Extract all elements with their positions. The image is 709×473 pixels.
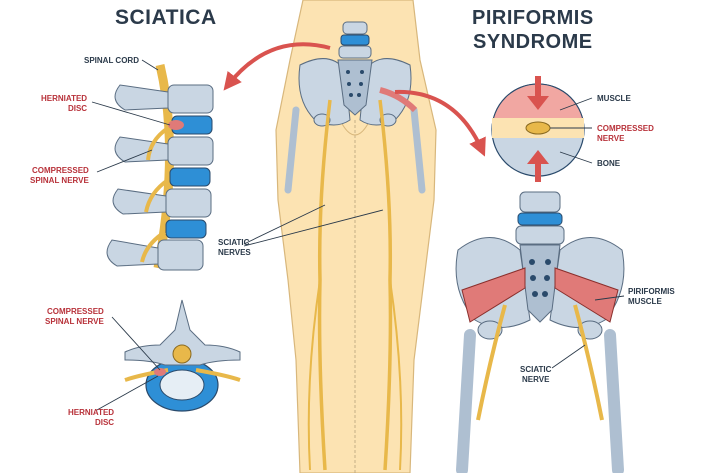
label-sciatic-nerve: SCIATIC NERVE [520, 365, 552, 384]
label-herniated-disc-bottom: HERNIATED DISC [68, 408, 115, 427]
arrow-to-sciatica [223, 42, 331, 91]
label-compressed-nerve: COMPRESSED NERVE [597, 124, 654, 143]
label-sciatic-nerves: SCIATIC NERVES [218, 238, 251, 257]
arrow-to-piriformis [394, 89, 486, 157]
label-piriformis-muscle: PIRIFORMIS MUSCLE [628, 287, 675, 306]
label-compressed-spinal-nerve-bottom: COMPRESSED SPINAL NERVE [45, 307, 104, 326]
title-piriformis-syndrome: PIRIFORMIS SYNDROME [472, 7, 594, 53]
label-herniated-disc-top: HERNIATED DISC [41, 94, 88, 113]
label-muscle: MUSCLE [597, 94, 631, 103]
compression-diagram [491, 76, 585, 182]
label-bone: BONE [597, 159, 621, 168]
spine-side-view [106, 63, 214, 271]
title-sciatica: SCIATICA [115, 6, 217, 29]
leader-lines [91, 59, 625, 411]
piriformis-pelvis [455, 191, 625, 473]
central-pelvis [284, 21, 426, 194]
label-spinal-cord: SPINAL CORD [84, 56, 139, 65]
label-compressed-spinal-nerve-top: COMPRESSED SPINAL NERVE [30, 166, 89, 185]
central-sciatic-nerves [307, 99, 403, 471]
vertebra-top-view [124, 299, 241, 412]
